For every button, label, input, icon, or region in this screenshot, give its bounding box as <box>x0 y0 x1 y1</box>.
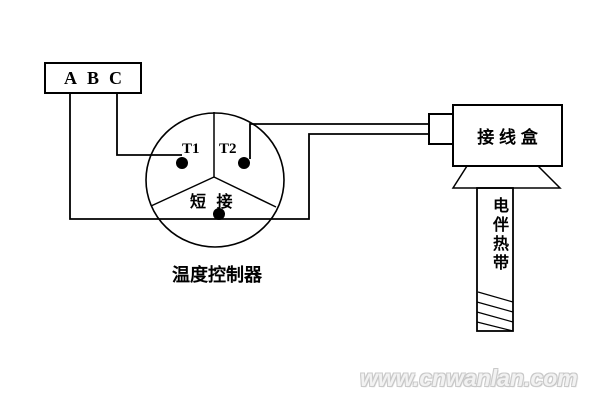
terminal-c-label: C <box>109 67 122 88</box>
t2-label: T2 <box>219 141 237 157</box>
t2-terminal-dot <box>238 157 250 169</box>
controller-caption: 温度控制器 <box>172 265 262 285</box>
heat-tape-strip <box>476 187 514 332</box>
heat-tape-label: 电伴热带 <box>490 197 507 273</box>
t1-label: T1 <box>182 141 200 157</box>
wire-c-to-t1 <box>116 93 182 156</box>
short-link-terminal-dot <box>213 208 225 220</box>
heat-tape-hatch-4 <box>476 321 514 332</box>
terminal-block-box <box>44 62 142 94</box>
junction-box-label: 接 线 盒 <box>477 128 538 147</box>
junction-flange <box>451 165 562 189</box>
t1-terminal-dot <box>176 157 188 169</box>
heat-tape-hatch-3 <box>476 311 514 323</box>
connector-box <box>428 113 454 145</box>
wire-t2-to-junction <box>249 123 429 159</box>
heat-tape-hatch-2 <box>476 301 514 313</box>
wire-a-to-junction <box>69 93 429 220</box>
heat-tape-hatch-1 <box>477 291 514 303</box>
controller-divider-left <box>150 176 215 207</box>
watermark-text: www.cnwanlan.com <box>360 365 578 391</box>
short-link-label: 短 接 <box>190 194 236 211</box>
terminal-a-label: A <box>63 67 77 88</box>
controller-divider-right <box>213 176 277 208</box>
junction-box <box>452 104 563 167</box>
terminal-block-labels: A B C <box>45 63 141 93</box>
controller-circle <box>145 112 285 248</box>
terminal-b-label: B <box>86 67 99 88</box>
